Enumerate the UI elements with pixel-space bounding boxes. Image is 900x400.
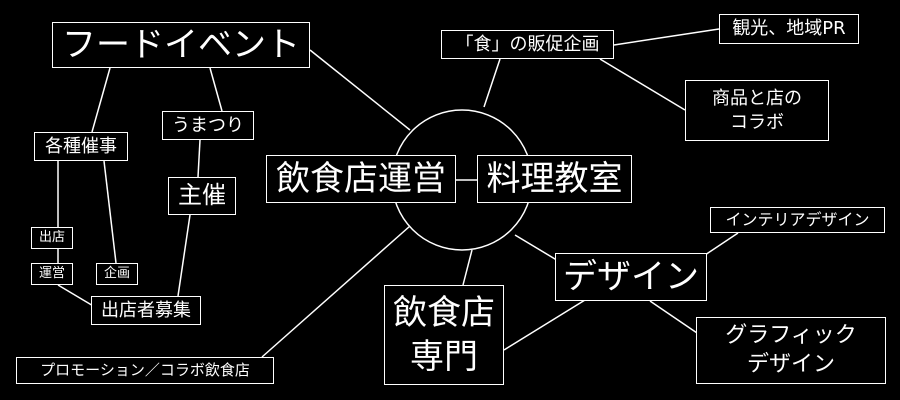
link-hub-hansoku xyxy=(483,58,501,108)
node-label: 観光、地域PR xyxy=(732,18,846,40)
link-hansoku-shohin xyxy=(599,58,686,111)
node-label-line2: 専門 xyxy=(410,337,478,377)
link-kakushu-kikaku xyxy=(103,160,117,264)
node-kakushu-saiji[interactable]: 各種催事 xyxy=(34,132,128,161)
link-hub-senmon xyxy=(462,249,473,286)
node-hansoku-kikaku[interactable]: 「食」の販促企画 xyxy=(441,30,614,59)
node-label: プロモーション／コラボ飲食店 xyxy=(40,360,250,379)
node-interior-design[interactable]: インテリアデザイン xyxy=(710,207,885,233)
node-ryori-kyoshitsu[interactable]: 料理教室 xyxy=(477,155,632,203)
link-design-senmon xyxy=(503,299,586,351)
node-shutten-boshu[interactable]: 出店者募集 xyxy=(91,296,201,325)
node-label-line2: デザイン xyxy=(746,351,835,377)
node-label-line1: 商品と店の xyxy=(712,88,802,110)
node-label: 「食」の販促企画 xyxy=(455,33,600,55)
node-shusai[interactable]: 主催 xyxy=(168,177,236,215)
node-kanko-pr[interactable]: 観光、地域PR xyxy=(719,14,859,44)
node-label: 主催 xyxy=(178,181,226,210)
node-unei[interactable]: 運営 xyxy=(31,263,73,285)
link-design-interior xyxy=(704,232,739,256)
node-label: 企画 xyxy=(103,265,130,281)
node-inshokuten-unei[interactable]: 飲食店運営 xyxy=(266,155,456,203)
node-label: 出店者募集 xyxy=(101,299,191,321)
node-label: インテリアデザイン xyxy=(725,209,870,229)
link-hansoku-kanko xyxy=(613,28,720,46)
link-umatsuri-shusai xyxy=(197,139,201,178)
node-label: 出店 xyxy=(38,229,65,245)
link-food-event-umatsuri xyxy=(209,67,223,112)
link-food-event-kakushu xyxy=(91,67,111,133)
node-umatsuri[interactable]: うまつり xyxy=(162,111,254,140)
node-label: うまつり xyxy=(172,114,244,136)
node-shutten[interactable]: 出店 xyxy=(31,227,73,249)
link-hub-promo xyxy=(261,225,411,358)
node-label: デザイン xyxy=(563,256,699,297)
node-promotion-collab[interactable]: プロモーション／コラボ飲食店 xyxy=(16,357,274,384)
node-kikaku[interactable]: 企画 xyxy=(96,263,138,285)
node-label: フードイベント xyxy=(62,24,300,65)
link-design-graphic xyxy=(649,300,701,336)
node-label: 運営 xyxy=(38,265,65,281)
node-label: 各種催事 xyxy=(45,135,117,157)
node-graphic-design[interactable]: グラフィック デザイン xyxy=(696,317,886,384)
node-design[interactable]: デザイン xyxy=(555,253,707,301)
node-label-line1: 飲食店 xyxy=(393,292,495,333)
link-hub-design xyxy=(514,234,561,263)
link-shusai-boshu xyxy=(177,214,191,297)
node-label-line2: コラボ xyxy=(730,111,784,133)
node-shohin-collab[interactable]: 商品と店の コラボ xyxy=(685,80,829,141)
node-label-line1: グラフィック xyxy=(725,322,857,348)
node-inshokuten-senmon[interactable]: 飲食店 専門 xyxy=(384,285,504,385)
node-food-event[interactable]: フードイベント xyxy=(52,22,310,68)
node-label: 料理教室 xyxy=(486,158,623,199)
node-label: 飲食店運営 xyxy=(276,158,446,199)
link-hub-food-event xyxy=(309,49,411,131)
